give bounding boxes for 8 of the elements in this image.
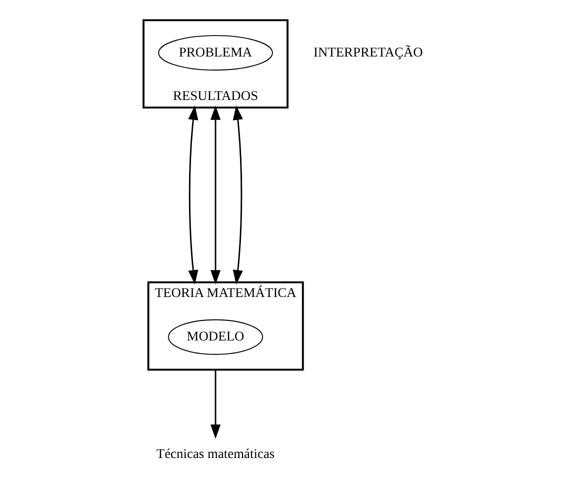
node-ellipse: MODELO	[168, 319, 263, 355]
label: INTERPRETAÇÃO	[312, 44, 422, 60]
node-ellipse: PROBLEMA	[158, 35, 272, 71]
node-text: Técnicas matemáticas	[156, 446, 274, 461]
arrow	[210, 105, 220, 284]
arrow	[210, 370, 220, 439]
arrow	[188, 105, 198, 284]
arrow	[232, 105, 242, 284]
